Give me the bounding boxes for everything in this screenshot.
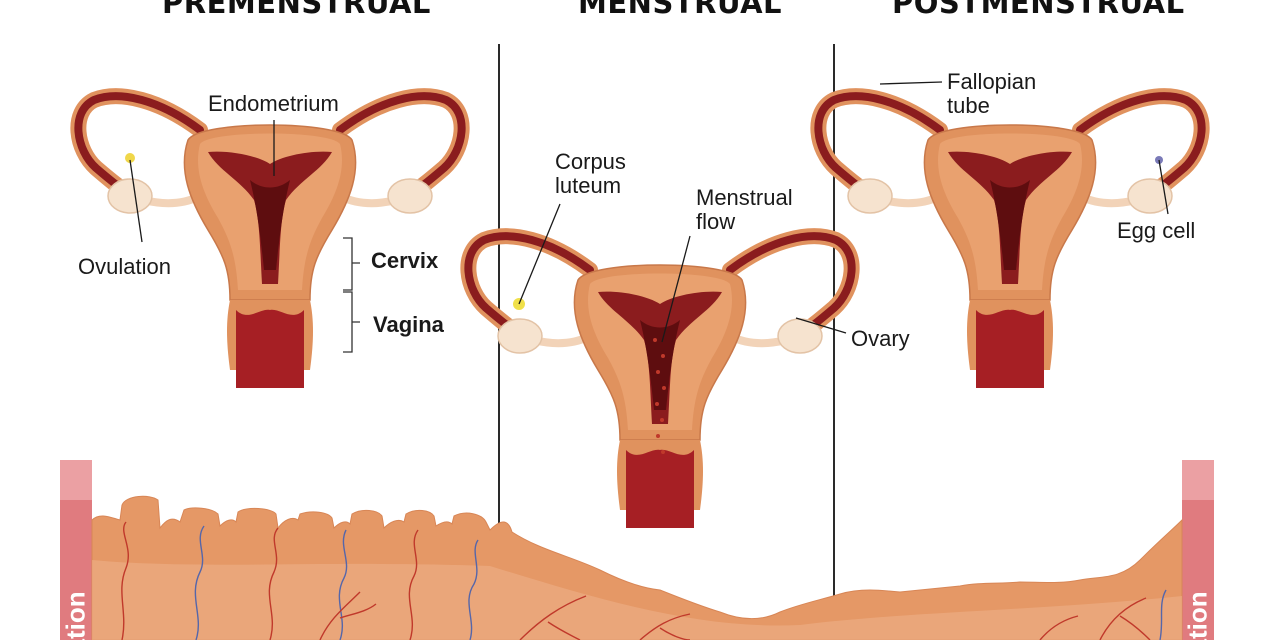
label-menstrual-flow-line2: flow [696,209,736,234]
uterus-menstrual [468,236,851,528]
label-fallopian-tube-line1: Fallopian [947,69,1037,94]
label-egg-cell: Egg cell [1117,218,1196,243]
label-endometrium: Endometrium [208,91,339,116]
label-corpus-luteum-line2: luteum [555,173,622,198]
divider-right [833,44,835,640]
menstrual-flow-dots [653,338,666,454]
label-fallopian-tube-line2: tube [947,93,990,118]
label-ovulation: Ovulation [78,254,171,279]
title-postmenstrual: POSTMENSTRUAL [892,0,1185,20]
title-menstrual: MENSTRUAL [578,0,783,20]
label-ovary: Ovary [851,326,910,351]
title-premenstrual: PREMENSTRUAL [162,0,431,20]
pointer-lines [129,81,1169,343]
cervix-vagina-brace [343,237,360,353]
label-cervix: Cervix [371,248,439,273]
ovulation-dot [125,153,135,163]
uterus-premenstrual [78,96,461,388]
label-menstrual-flow-line1: Menstrual [696,185,793,210]
label-vagina: Vagina [373,312,444,337]
label-corpus-luteum-line1: Corpus [555,149,626,174]
blood-vessels [121,521,1167,640]
